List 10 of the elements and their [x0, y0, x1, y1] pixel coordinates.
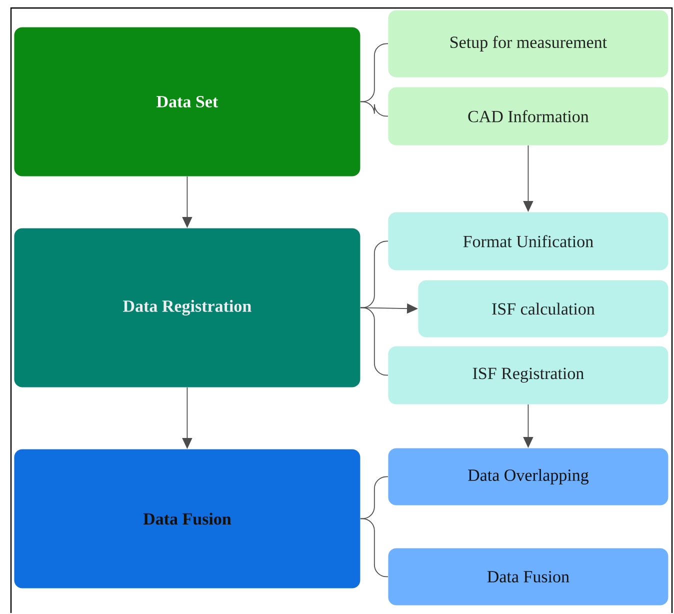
substep-box: ISF calculation: [418, 280, 668, 338]
substep-box: CAD Information: [388, 87, 668, 146]
step-box: Data Registration: [14, 228, 360, 388]
step-box: Data Set: [14, 27, 360, 176]
substep-box: Data Overlapping: [388, 448, 668, 506]
step-box: Data Fusion: [14, 449, 360, 588]
substep-box: Setup for measurement: [388, 10, 668, 78]
substep-box: ISF Registration: [388, 346, 668, 404]
substep-box: Format Unification: [388, 212, 668, 270]
substep-box: Data Fusion: [388, 548, 668, 606]
